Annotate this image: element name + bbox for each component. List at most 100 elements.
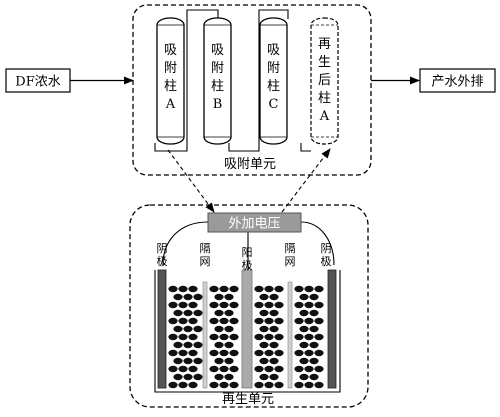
column-c-char-2: 附 — [267, 61, 280, 76]
voltage-box — [207, 212, 302, 233]
adsorbent-particle — [188, 333, 198, 341]
adsorbent-particle — [264, 349, 274, 357]
adsorbent-particle — [214, 309, 224, 317]
adsorbent-particle — [254, 381, 264, 389]
adsorbent-particle — [304, 317, 314, 325]
adsorbent-particle — [219, 349, 229, 357]
adsorbent-particle — [173, 325, 183, 333]
column-pipes — [154, 9, 311, 152]
adsorbent-particle — [168, 301, 178, 309]
regen-column-char-4: 柱 — [318, 91, 331, 106]
adsorbent-particle — [178, 349, 188, 357]
adsorbent-particle — [304, 285, 314, 293]
adsorbent-particle — [229, 333, 239, 341]
adsorbent-particle — [274, 301, 284, 309]
adsorbent-particle — [294, 333, 304, 341]
adsorbent-particle — [309, 357, 319, 365]
adsorbent-particle — [254, 365, 264, 373]
adsorbent-particle — [314, 349, 324, 357]
adsorbent-particle — [214, 357, 224, 365]
adsorbent-particle — [229, 285, 239, 293]
column-a-char-4: A — [165, 97, 176, 112]
adsorbent-particle — [254, 333, 264, 341]
adsorbent-particle — [299, 357, 309, 365]
df-concentrate-label: DF浓水 — [15, 75, 60, 90]
adsorbent-particle — [219, 317, 229, 325]
adsorbent-particle — [304, 349, 314, 357]
adsorbent-particles — [168, 285, 324, 389]
adsorbent-particle — [188, 365, 198, 373]
cathode-right-label-1: 阴 — [321, 242, 332, 255]
adsorbent-particle — [269, 373, 279, 381]
adsorbent-particle — [229, 349, 239, 357]
column-a-char-3: 柱 — [164, 79, 177, 94]
adsorbent-particle — [254, 285, 264, 293]
cathode-left — [157, 269, 167, 389]
adsorbent-particle — [168, 349, 178, 357]
adsorbent-particle — [309, 341, 319, 349]
anode-label-1: 阳 — [242, 246, 253, 259]
mesh-right-label-2: 网 — [285, 255, 296, 268]
adsorbent-particle — [219, 285, 229, 293]
adsorbent-particle — [193, 341, 203, 349]
adsorbent-particle — [254, 301, 264, 309]
adsorbent-particle — [294, 349, 304, 357]
adsorbent-particle — [219, 301, 229, 309]
voltage-label: 外加电压 — [228, 217, 280, 232]
adsorbent-particle — [269, 341, 279, 349]
adsorbent-particle — [209, 333, 219, 341]
adsorbent-particle — [209, 317, 219, 325]
product-water-label: 产水外排 — [431, 75, 483, 90]
adsorbent-particle — [294, 381, 304, 389]
adsorbent-particle — [168, 381, 178, 389]
column-a: 吸 附 柱 A — [156, 17, 185, 145]
adsorbent-particle — [259, 357, 269, 365]
adsorbent-particle — [309, 293, 319, 301]
adsorbent-particle — [193, 309, 203, 317]
adsorbent-particle — [173, 293, 183, 301]
adsorbent-particle — [299, 373, 309, 381]
adsorbent-particle — [168, 317, 178, 325]
adsorbent-particle — [299, 309, 309, 317]
mesh-left-label-1: 隔 — [200, 242, 211, 255]
adsorbent-particle — [178, 333, 188, 341]
adsorbent-particle — [209, 365, 219, 373]
power-wires — [162, 221, 335, 270]
adsorbent-particle — [274, 333, 284, 341]
adsorbent-particle — [274, 365, 284, 373]
adsorbent-particle — [209, 349, 219, 357]
adsorbent-particle — [259, 325, 269, 333]
adsorbent-particle — [219, 381, 229, 389]
regen-column-char-1: 再 — [318, 37, 331, 52]
column-b-char-2: 附 — [211, 61, 224, 76]
adsorbent-particle — [264, 317, 274, 325]
adsorption-unit-label: 吸附单元 — [224, 157, 276, 172]
adsorbent-particle — [294, 317, 304, 325]
adsorption-unit-frame — [132, 4, 372, 176]
mesh-left — [202, 281, 208, 389]
cathode-left-label-2: 极 — [157, 254, 168, 268]
adsorbent-particle — [183, 357, 193, 365]
adsorbent-particle — [299, 341, 309, 349]
column-b-char-4: B — [213, 97, 223, 112]
adsorbent-particle — [264, 285, 274, 293]
adsorbent-particle — [188, 349, 198, 357]
adsorbent-particle — [168, 333, 178, 341]
column-c: 吸 附 柱 C — [259, 17, 288, 145]
adsorbent-particle — [259, 341, 269, 349]
adsorbent-particle — [274, 317, 284, 325]
adsorbent-particle — [193, 325, 203, 333]
adsorbent-particle — [183, 325, 193, 333]
cathode-right-label-2: 极 — [321, 254, 332, 268]
adsorbent-particle — [259, 293, 269, 301]
adsorbent-particle — [314, 333, 324, 341]
column-b-char-3: 柱 — [211, 79, 224, 94]
adsorbent-particle — [274, 285, 284, 293]
column-c-char-3: 柱 — [267, 79, 280, 94]
adsorbent-particle — [259, 309, 269, 317]
mesh-right-label-1: 隔 — [285, 242, 296, 255]
adsorbent-particle — [314, 301, 324, 309]
adsorbent-particle — [304, 381, 314, 389]
adsorbent-particle — [219, 333, 229, 341]
